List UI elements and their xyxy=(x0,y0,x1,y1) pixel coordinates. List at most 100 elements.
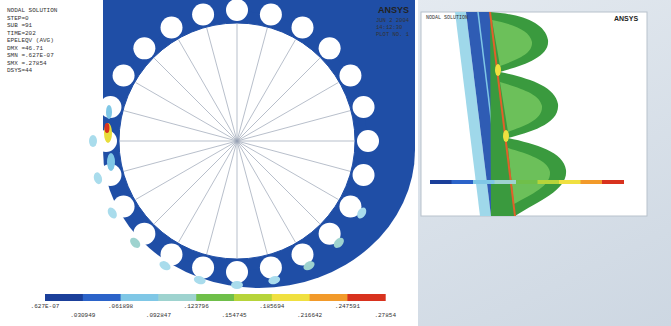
header-text: NODAL SOLUTION xyxy=(426,16,468,21)
scale-value: .061898 xyxy=(108,304,133,310)
color-bar-segment xyxy=(602,180,624,184)
strain-patch xyxy=(355,206,368,220)
color-bar-segment xyxy=(538,180,560,184)
color-bar-segment xyxy=(234,294,272,301)
strain-patch xyxy=(267,275,281,286)
tooth-gap xyxy=(133,37,155,59)
spoke xyxy=(237,111,350,141)
tooth-gaps xyxy=(95,0,379,283)
hot-spot xyxy=(107,153,115,171)
scale-value: .216642 xyxy=(297,313,322,319)
spoke xyxy=(237,28,267,141)
scale-value: .092847 xyxy=(146,313,171,319)
tooth-gap xyxy=(357,130,379,152)
tooth-gap xyxy=(226,261,248,283)
strain-patch xyxy=(128,236,142,250)
color-bar-segment xyxy=(430,180,452,184)
header-text: DMX =46.71 xyxy=(7,46,43,52)
scale-value: .247591 xyxy=(335,304,360,310)
hot-spot xyxy=(104,123,112,143)
spoke xyxy=(124,111,237,141)
spoke xyxy=(124,141,237,171)
header-text: SUB =91 xyxy=(7,23,32,29)
strain-patch xyxy=(106,206,119,220)
tooth-gap xyxy=(260,3,282,25)
logo-text: ANSYS xyxy=(614,15,638,22)
pulley-rim xyxy=(107,11,367,271)
spoke xyxy=(237,141,267,254)
strain-patch xyxy=(89,135,97,147)
hot-spot xyxy=(106,105,112,119)
color-bar-segment xyxy=(452,180,474,184)
spoke xyxy=(237,24,238,141)
tooth-gap xyxy=(353,164,375,186)
color-bar-segment xyxy=(516,180,538,184)
scale-value: .030949 xyxy=(70,313,95,319)
header-text: NODAL SOLUTION xyxy=(7,8,57,14)
time-text: 14:12:30 xyxy=(376,25,402,31)
strain-patch xyxy=(158,259,172,272)
spoke xyxy=(237,141,296,242)
spokes xyxy=(120,24,354,258)
spoke xyxy=(237,40,296,141)
plot-number: PLOT NO. 1 xyxy=(376,32,409,38)
scale-value: .123796 xyxy=(184,304,209,310)
scale-value: .185694 xyxy=(259,304,284,310)
color-bar-segment xyxy=(196,294,234,301)
interface-strain xyxy=(490,12,515,216)
tooth-gap xyxy=(113,65,135,87)
strain-patch xyxy=(302,259,316,272)
spoke xyxy=(179,40,238,141)
left-panel xyxy=(0,0,418,326)
tooth-profile xyxy=(490,12,566,216)
spoke xyxy=(237,141,354,142)
tooth-gap xyxy=(292,17,314,39)
belt-detail xyxy=(455,12,566,216)
pulley-disk xyxy=(119,23,355,259)
strain-patch xyxy=(92,171,103,185)
tooth-gap xyxy=(339,65,361,87)
color-bar-segment xyxy=(121,294,159,301)
color-bar-segment xyxy=(83,294,121,301)
tooth-gap xyxy=(319,37,341,59)
spoke xyxy=(207,28,237,141)
spoke xyxy=(154,58,237,141)
tooth-gap xyxy=(353,96,375,118)
color-bar-segment xyxy=(559,180,581,184)
color-bar xyxy=(430,180,624,184)
scale-value: .27854 xyxy=(374,313,396,319)
color-bar-segment xyxy=(158,294,196,301)
scale-value: .154745 xyxy=(221,313,246,319)
spoke xyxy=(120,141,237,142)
spoke xyxy=(154,141,237,224)
spoke xyxy=(237,141,320,224)
tooth-gap xyxy=(226,0,248,21)
header-text: SMN =.627E-07 xyxy=(7,53,54,59)
spoke xyxy=(207,141,237,254)
color-bar-segment xyxy=(495,180,517,184)
hot-spot xyxy=(105,123,110,133)
header-text: STEP=0 xyxy=(7,16,29,22)
right-panel xyxy=(421,12,647,216)
color-bar-segment xyxy=(310,294,348,301)
spoke xyxy=(237,141,338,200)
header-text: SMX =.27854 xyxy=(7,61,47,67)
spoke xyxy=(237,141,238,258)
header-text: EPELEQV (AVG) xyxy=(7,38,54,44)
spoke xyxy=(237,141,350,171)
tooth-shade xyxy=(508,148,550,204)
spoke xyxy=(136,83,237,142)
spoke xyxy=(179,141,238,242)
color-bar-segment xyxy=(473,180,495,184)
tooth-shade xyxy=(500,82,542,132)
strain-patch xyxy=(193,275,207,286)
spoke xyxy=(136,141,237,200)
spoke xyxy=(237,58,320,141)
header-text: DSYS=44 xyxy=(7,68,32,74)
hot-spot xyxy=(503,130,509,142)
color-bar-segment xyxy=(45,294,83,301)
color-bar-segment xyxy=(581,180,603,184)
tooth-gap xyxy=(260,257,282,279)
tooth-gap xyxy=(192,3,214,25)
